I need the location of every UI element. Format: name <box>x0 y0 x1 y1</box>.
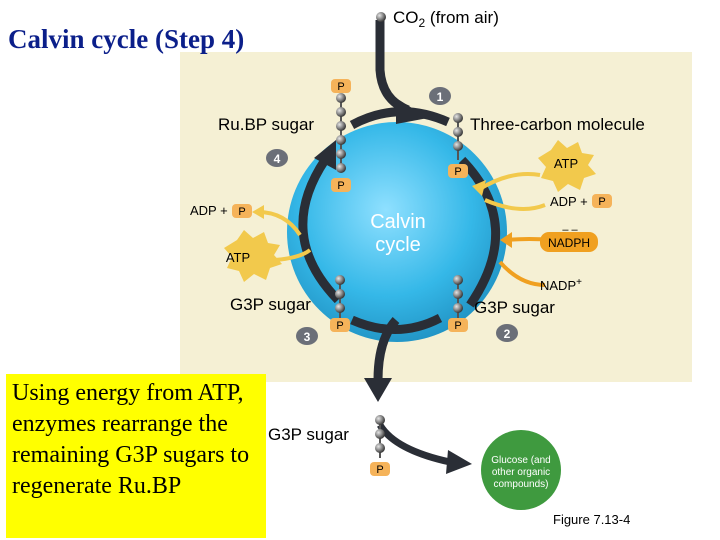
step-1-badge: 1 <box>429 87 451 105</box>
co2-molecule-icon <box>376 12 386 22</box>
atp-left-burst <box>224 230 282 282</box>
three-carbon-label: Three-carbon molecule <box>470 115 645 134</box>
phosphate-badge <box>592 194 612 208</box>
phosphate-badge <box>331 79 351 93</box>
step-2-badge: 2 <box>496 324 518 342</box>
adp-right-arrow <box>484 198 546 211</box>
atp-left-label: ATP <box>226 250 250 265</box>
nadph-badge <box>540 232 598 252</box>
nadp-arrow <box>498 260 546 287</box>
caption-box: Using energy from ATP, enzymes rearrange… <box>6 374 266 538</box>
adp-right-label: ADP + <box>550 194 588 209</box>
adp-left-arrowhead <box>252 205 264 219</box>
step-4-badge: 4 <box>266 149 288 167</box>
g3p-output-label: G3P sugar <box>268 425 349 444</box>
nadph-arrowhead <box>500 232 512 248</box>
phosphate-label: P <box>336 320 343 332</box>
atp-right-arrowhead <box>472 180 486 196</box>
g3p-output-chain <box>375 415 385 458</box>
phosphate-label: P <box>454 166 461 178</box>
phosphate-badge <box>448 164 468 178</box>
phosphate-label: P <box>454 320 461 332</box>
g3p-output-arrow <box>373 316 400 381</box>
g3p-right-label: G3P sugar <box>474 298 555 317</box>
atp-right-burst <box>538 140 596 192</box>
svg-text:3: 3 <box>304 330 311 344</box>
phosphate-label: P <box>238 206 245 218</box>
rubp-label: Ru.BP sugar <box>218 115 314 134</box>
phosphate-label: P <box>337 81 344 93</box>
phosphate-label: P <box>598 196 605 208</box>
calvin-cycle-label-line2: cycle <box>375 234 421 256</box>
step-3-badge: 3 <box>296 327 318 345</box>
g3p-right-chain <box>453 275 463 318</box>
phosphate-badge <box>331 178 351 192</box>
figure-label: Figure 7.13-4 <box>553 512 630 527</box>
phosphate-badge <box>330 318 350 332</box>
glucose-label-line2: other organic <box>492 467 550 478</box>
phosphate-label: P <box>376 464 383 476</box>
phosphate-badge <box>370 462 390 476</box>
cycle-arrow-right <box>458 156 500 308</box>
glucose-arrowhead <box>446 450 472 474</box>
g3p-output-arrowhead <box>364 378 392 402</box>
nadph-label: NADPH <box>548 236 590 250</box>
three-carbon-chain <box>453 113 463 160</box>
calvin-cycle-label-line1: Calvin <box>370 211 426 233</box>
nadp-label: NADP+ <box>540 277 582 293</box>
electron-icons: – – <box>562 224 578 236</box>
caption-text: Using energy from ATP, enzymes rearrange… <box>12 380 250 499</box>
co2-arrowhead <box>396 98 428 124</box>
glucose-circle <box>481 430 561 510</box>
rubp-carbon-chain <box>336 93 346 173</box>
svg-text:1: 1 <box>437 90 444 104</box>
phosphate-badge <box>232 204 252 218</box>
g3p-left-chain <box>335 275 345 318</box>
slide-title: Calvin cycle (Step 4) <box>8 24 245 54</box>
cycle-arrow-bottom <box>350 313 443 334</box>
phosphate-badge <box>448 318 468 332</box>
cycle-arrow-left <box>298 157 342 304</box>
glucose-label-line1: Glucose (and <box>491 455 550 466</box>
atp-right-label: ATP <box>554 156 578 171</box>
svg-text:2: 2 <box>504 327 511 341</box>
cycle-arrowhead-left <box>314 140 336 170</box>
phosphate-label: P <box>337 180 344 192</box>
glucose-output-arrow <box>377 423 451 466</box>
atp-left-arrow <box>274 248 312 262</box>
adp-left-label: ADP + <box>190 203 228 218</box>
co2-label: CO2 (from air) <box>393 8 499 30</box>
svg-text:4: 4 <box>274 152 281 166</box>
g3p-left-label: G3P sugar <box>230 295 311 314</box>
glucose-label-line3: compounds) <box>493 479 548 490</box>
